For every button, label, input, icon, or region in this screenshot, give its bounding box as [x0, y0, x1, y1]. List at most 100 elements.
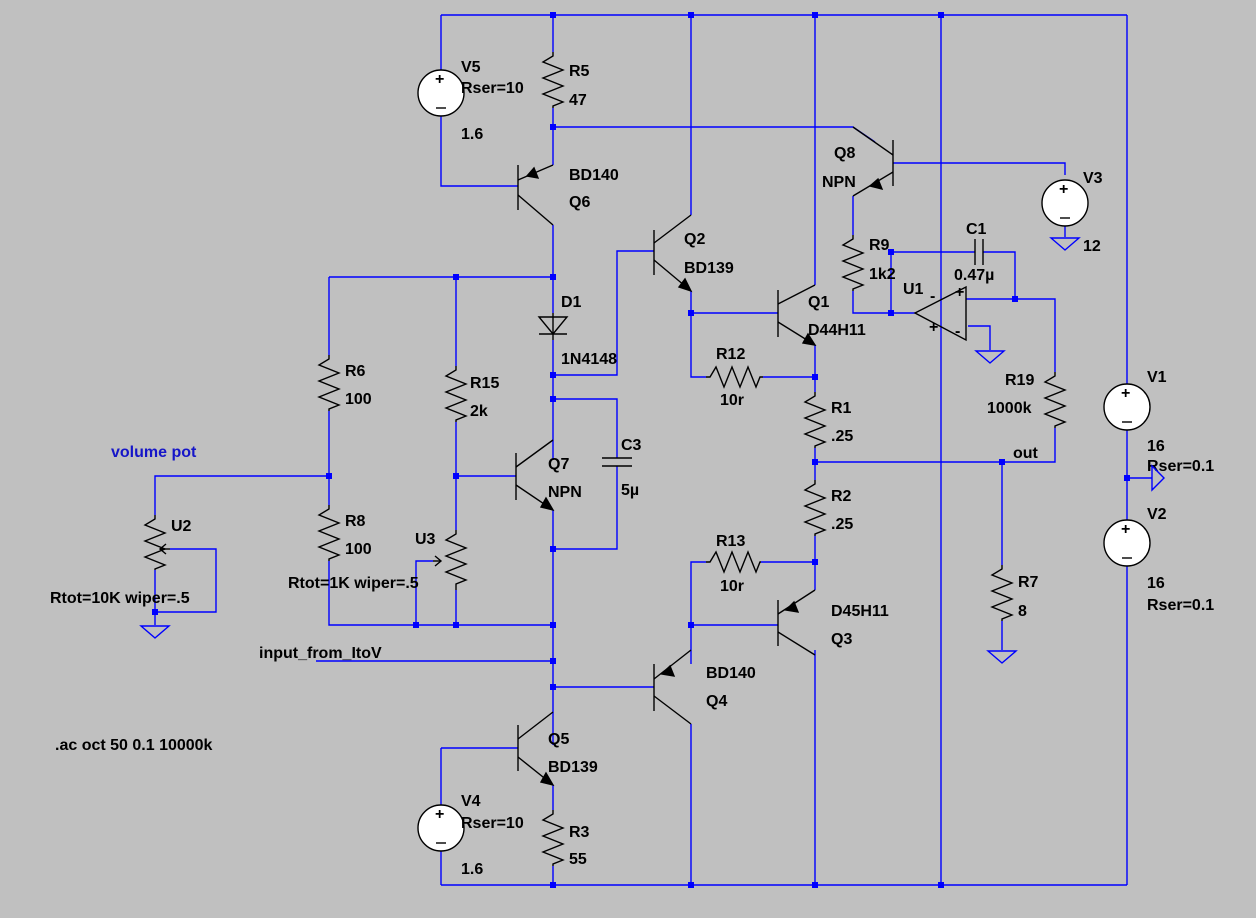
ground-icon: [1151, 464, 1165, 492]
transistor-q1: Q1 D44H11: [777, 284, 866, 346]
net-label-input: input_from_ItoV: [259, 645, 382, 662]
r12-name: R12: [716, 346, 745, 363]
q4-model: BD140: [706, 665, 756, 682]
voltage-source-v3: + V3 12: [1041, 170, 1103, 255]
potentiometer-u2: U2 Rtot=10K wiper=.5: [50, 515, 192, 607]
svg-text:+: +: [1121, 385, 1130, 402]
resistor-r3: R3 55: [541, 810, 590, 868]
r6-value: 100: [345, 391, 372, 408]
resistor-r2: R2 .25: [803, 480, 853, 536]
resistor-r9: R9 1k2: [841, 235, 896, 291]
c1-name: C1: [966, 221, 987, 238]
svg-text:+: +: [435, 71, 444, 88]
r5-value: 47: [569, 92, 587, 109]
d1-model: 1N4148: [561, 351, 617, 368]
resistor-r7: R7 8: [990, 565, 1039, 621]
net-label-volume-pot: volume pot: [111, 444, 197, 461]
r1-value: .25: [831, 428, 853, 445]
v4-value: 1.6: [461, 861, 483, 878]
resistor-r5: R5 47: [541, 52, 590, 109]
capacitor-c1: C1 0.47µ: [954, 221, 994, 284]
svg-text:+: +: [1059, 181, 1068, 198]
r3-name: R3: [569, 824, 590, 841]
r7-name: R7: [1018, 574, 1039, 591]
r8-value: 100: [345, 541, 372, 558]
junctions: [152, 12, 1130, 888]
r15-name: R15: [470, 375, 499, 392]
resistor-r8: R8 100: [317, 505, 372, 561]
supply-minus: -: [955, 323, 960, 340]
r2-name: R2: [831, 488, 852, 505]
net-label-out: out: [1013, 445, 1039, 462]
q3-name: Q3: [831, 631, 852, 648]
q4-name: Q4: [706, 693, 727, 710]
v5-name: V5: [461, 59, 481, 76]
capacitor-c3: C3 5µ: [602, 437, 642, 499]
c1-value: 0.47µ: [954, 267, 994, 284]
plus-sign: +: [929, 319, 938, 336]
minus-sign: -: [930, 288, 935, 305]
q7-name: Q7: [548, 456, 569, 473]
r6-name: R6: [345, 363, 366, 380]
v1-value: 16: [1147, 438, 1165, 455]
q5-model: BD139: [548, 759, 598, 776]
r5-name: R5: [569, 63, 590, 80]
resistor-r13: R13 10r: [706, 533, 761, 595]
resistor-r19: R19 1000k: [987, 372, 1067, 428]
u3-param: Rtot=1K wiper=.5: [288, 575, 419, 592]
potentiometer-u3: U3 Rtot=1K wiper=.5: [288, 530, 468, 592]
transistor-q8: Q8 NPN: [822, 126, 894, 197]
u2-param: Rtot=10K wiper=.5: [50, 590, 190, 607]
transistor-q6: BD140 Q6: [517, 164, 619, 226]
ground-symbols: [139, 237, 1165, 664]
v4-param: Rser=10: [461, 815, 524, 832]
c3-name: C3: [621, 437, 642, 454]
q2-model: BD139: [684, 260, 734, 277]
ground-icon: [986, 650, 1018, 664]
v5-param: Rser=10: [461, 80, 524, 97]
v3-value: 12: [1083, 238, 1101, 255]
voltage-source-v1: + V1 16 Rser=0.1: [1103, 369, 1214, 475]
q8-name: Q8: [834, 145, 855, 162]
opamp-u1: - + + - U1: [903, 281, 967, 342]
supply-plus: +: [955, 284, 964, 301]
svg-text:+: +: [435, 806, 444, 823]
v4-name: V4: [461, 793, 481, 810]
q2-name: Q2: [684, 231, 705, 248]
r13-name: R13: [716, 533, 745, 550]
voltage-source-v2: + V2 16 Rser=0.1: [1103, 506, 1214, 614]
v2-value: 16: [1147, 575, 1165, 592]
q1-model: D44H11: [808, 322, 866, 339]
u2-name: U2: [171, 518, 192, 535]
r12-value: 10r: [720, 392, 744, 409]
r9-name: R9: [869, 237, 890, 254]
resistor-r6: R6 100: [317, 355, 372, 411]
q5-name: Q5: [548, 731, 569, 748]
r2-value: .25: [831, 516, 853, 533]
v1-param: Rser=0.1: [1147, 458, 1214, 475]
d1-name: D1: [561, 294, 582, 311]
v1-name: V1: [1147, 369, 1167, 386]
r13-value: 10r: [720, 578, 744, 595]
r1-name: R1: [831, 400, 852, 417]
u3-name: U3: [415, 531, 436, 548]
svg-text:+: +: [1121, 521, 1130, 538]
ground-icon: [139, 625, 171, 639]
v5-value: 1.6: [461, 126, 483, 143]
resistor-r15: R15 2k: [444, 366, 499, 422]
q8-model: NPN: [822, 174, 856, 191]
resistor-r1: R1 .25: [803, 392, 853, 448]
spice-directive: .ac oct 50 0.1 10000k: [55, 737, 213, 754]
r8-name: R8: [345, 513, 366, 530]
r19-name: R19: [1005, 372, 1034, 389]
transistor-q3: D45H11 Q3: [777, 589, 889, 656]
r3-value: 55: [569, 851, 587, 868]
q7-model: NPN: [548, 484, 582, 501]
voltage-source-v4: + V4 Rser=10 1.6: [417, 793, 524, 878]
v2-name: V2: [1147, 506, 1167, 523]
r15-value: 2k: [470, 403, 488, 420]
c3-value: 5µ: [621, 482, 639, 499]
wires: [154, 14, 1152, 886]
voltage-source-v5: + V5 Rser=10 1.6: [417, 59, 524, 143]
